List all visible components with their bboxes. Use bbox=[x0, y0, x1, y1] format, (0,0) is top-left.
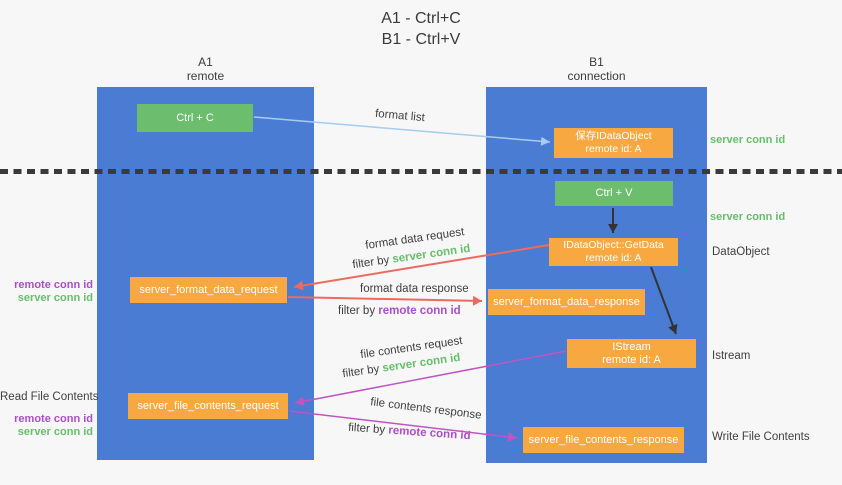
left-label-remote-conn-id-file: remote conn id bbox=[14, 413, 93, 425]
left-label-remote-conn-id-format: remote conn id bbox=[14, 279, 93, 291]
idataobject-getdata-box: IDataObject::GetData remote id: A bbox=[549, 238, 678, 266]
left-column-header: A1 remote bbox=[97, 55, 314, 83]
filter-by-text-4: filter by bbox=[347, 421, 389, 437]
left-label-server-conn-id-file: server conn id bbox=[17, 426, 93, 438]
right-label-server-conn-id-top: server conn id bbox=[710, 134, 786, 146]
title-line-1: A1 - Ctrl+C bbox=[381, 10, 461, 27]
server-file-contents-request-label: server_file_contents_request bbox=[137, 399, 279, 412]
ctrl-v-box: Ctrl + V bbox=[555, 181, 673, 206]
right-label-write-file-contents: Write File Contents bbox=[712, 431, 810, 443]
right-column-header: B1 connection bbox=[486, 55, 707, 83]
server-file-contents-response-label: server_file_contents_response bbox=[528, 433, 679, 446]
server-format-data-request-box: server_format_data_request bbox=[130, 277, 287, 303]
filter-by-text-2: filter by bbox=[338, 305, 379, 317]
arrow-format-data-response bbox=[287, 295, 483, 306]
ctrl-c-label: Ctrl + C bbox=[176, 111, 214, 124]
filter-by-text-1: filter by bbox=[351, 253, 394, 272]
ctrl-c-box: Ctrl + C bbox=[137, 104, 253, 132]
phase-divider-dashed-line bbox=[0, 169, 842, 174]
ctrl-v-label: Ctrl + V bbox=[595, 187, 633, 199]
left-label-read-file-contents: Read File Contents bbox=[0, 391, 99, 403]
right-column-header-name: B1 bbox=[589, 55, 604, 69]
istream-box: IStream remote id: A bbox=[567, 339, 696, 368]
flow-label-format-list: format list bbox=[374, 107, 426, 125]
save-idataobject-line1: 保存IDataObject bbox=[575, 130, 652, 142]
right-column-header-role: connection bbox=[567, 69, 626, 83]
diagram-title: A1 - Ctrl+C B1 - Ctrl+V bbox=[0, 8, 842, 50]
right-label-istream: Istream bbox=[712, 350, 751, 362]
remote-conn-id-text-2: remote conn id bbox=[378, 305, 461, 317]
filter-by-text-3: filter by bbox=[341, 362, 384, 381]
flow-label-format-data-response: format data response bbox=[360, 283, 469, 295]
server-file-contents-request-box: server_file_contents_request bbox=[128, 393, 288, 419]
server-format-data-response-box: server_format_data_response bbox=[488, 289, 645, 315]
server-format-data-request-label: server_format_data_request bbox=[139, 283, 278, 296]
idataobject-getdata-line1: IDataObject::GetData bbox=[563, 239, 664, 251]
idataobject-getdata-line2: remote id: A bbox=[585, 252, 642, 264]
flow-label-file-contents-response: file contents response bbox=[369, 396, 483, 422]
server-file-contents-response-box: server_file_contents_response bbox=[523, 427, 684, 453]
flow-label-filter-format-response: filter by remote conn id bbox=[338, 305, 461, 317]
istream-line2: remote id: A bbox=[602, 353, 661, 366]
server-format-data-response-label: server_format_data_response bbox=[493, 295, 640, 308]
remote-conn-id-text-4: remote conn id bbox=[387, 424, 471, 443]
right-label-dataobject: DataObject bbox=[712, 246, 770, 258]
left-column-header-name: A1 bbox=[198, 55, 213, 69]
save-idataobject-box: 保存IDataObject remote id: A bbox=[554, 128, 673, 158]
left-column-header-role: remote bbox=[186, 69, 225, 83]
flow-label-filter-file-response: filter by remote conn id bbox=[348, 422, 471, 443]
save-idataobject-line2: remote id: A bbox=[585, 143, 642, 155]
istream-line1: IStream bbox=[612, 340, 651, 353]
title-line-2: B1 - Ctrl+V bbox=[381, 31, 461, 48]
right-label-server-conn-id-mid: server conn id bbox=[710, 211, 786, 223]
left-label-server-conn-id-format: server conn id bbox=[17, 292, 93, 304]
